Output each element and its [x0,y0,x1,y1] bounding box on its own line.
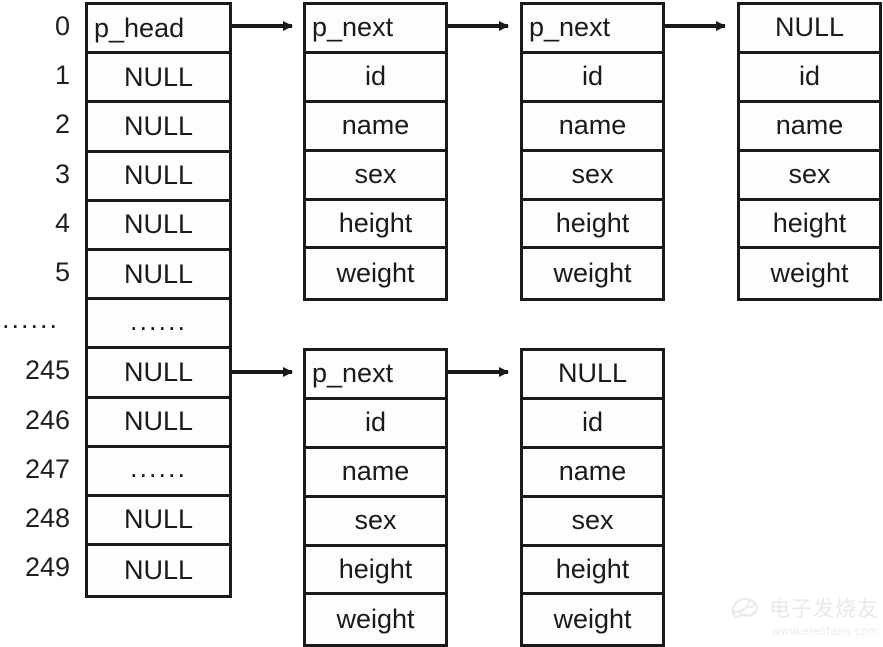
node-pointer-field: p_next [523,5,662,54]
bucket-cell[interactable]: NULL [88,152,229,202]
bucket-cell-head[interactable]: p_head [88,5,229,55]
bucket-index-label: 1 [54,60,70,91]
bucket-cell[interactable]: ...... [88,447,229,497]
bucket-cell[interactable]: NULL [88,398,229,448]
watermark-logo-icon [731,597,759,618]
bucket-cell[interactable]: NULL [88,201,229,251]
arrow-node1-to-node2-bottom [448,367,509,377]
node-field-sex: sex [740,151,879,201]
bucket-cell[interactable]: NULL [88,349,229,399]
node-field-id: id [523,399,662,449]
node-field-id: id [523,53,662,103]
arrow-bucket0-to-node1 [232,21,293,31]
node-field-weight: weight [306,595,445,645]
bucket-index-label: 2 [54,109,70,140]
node-field-name: name [740,102,879,152]
node-field-name: name [306,448,445,498]
bucket-index-label: 5 [54,257,70,288]
bucket-index-label: 4 [54,207,70,238]
node-field-name: name [306,102,445,152]
watermark-url: www.elecfans.com [771,624,879,638]
node-field-sex: sex [306,497,445,547]
bucket-index-label: 247 [24,453,70,484]
node-field-weight: weight [523,249,662,299]
bucket-cell[interactable]: NULL [88,103,229,153]
bucket-index-label: ...... [2,304,60,335]
bucket-index-label: 246 [24,404,70,435]
bucket-cell[interactable]: NULL [88,546,229,596]
bucket-index-column: 0 1 2 3 4 5...... 245 246 247 248 249 [0,2,78,592]
node-field-height: height [306,546,445,596]
node-field-name: name [523,448,662,498]
bucket-index-label: 249 [24,552,70,583]
node-field-height: height [523,200,662,250]
bucket-cell[interactable]: NULL [88,250,229,301]
node-field-name: name [523,102,662,152]
bucket-cell[interactable]: NULL [88,54,229,104]
bucket-index-label: 248 [24,502,70,533]
node-pointer-field: p_next [306,351,445,400]
arrow-bucket245-to-node1 [232,367,293,377]
node-field-height: height [740,200,879,250]
node-field-sex: sex [523,151,662,201]
bucket-index-label: 245 [24,355,70,386]
node-pointer-field: p_next [306,5,445,54]
node-field-sex: sex [523,497,662,547]
node-field-height: height [306,200,445,250]
node-pointer-field: NULL [523,351,662,400]
node-field-sex: sex [306,151,445,201]
node-field-weight: weight [740,249,879,299]
arrow-node1-to-node2-top [448,21,509,31]
watermark-text: 电子发烧友 [769,597,879,621]
node-field-weight: weight [523,595,662,645]
bucket-cell[interactable]: ...... [88,300,229,350]
node-field-id: id [740,53,879,103]
node-field-height: height [523,546,662,596]
node-field-id: id [306,53,445,103]
node-field-id: id [306,399,445,449]
node-field-weight: weight [306,249,445,299]
bucket-cell[interactable]: NULL [88,496,229,547]
bucket-index-label: 3 [54,158,70,189]
arrow-node2-to-node3-top [665,21,726,31]
site-watermark: 电子发烧友 www.elecfans.com [729,593,879,638]
bucket-index-label: 0 [54,11,70,42]
node-pointer-field: NULL [740,5,879,54]
